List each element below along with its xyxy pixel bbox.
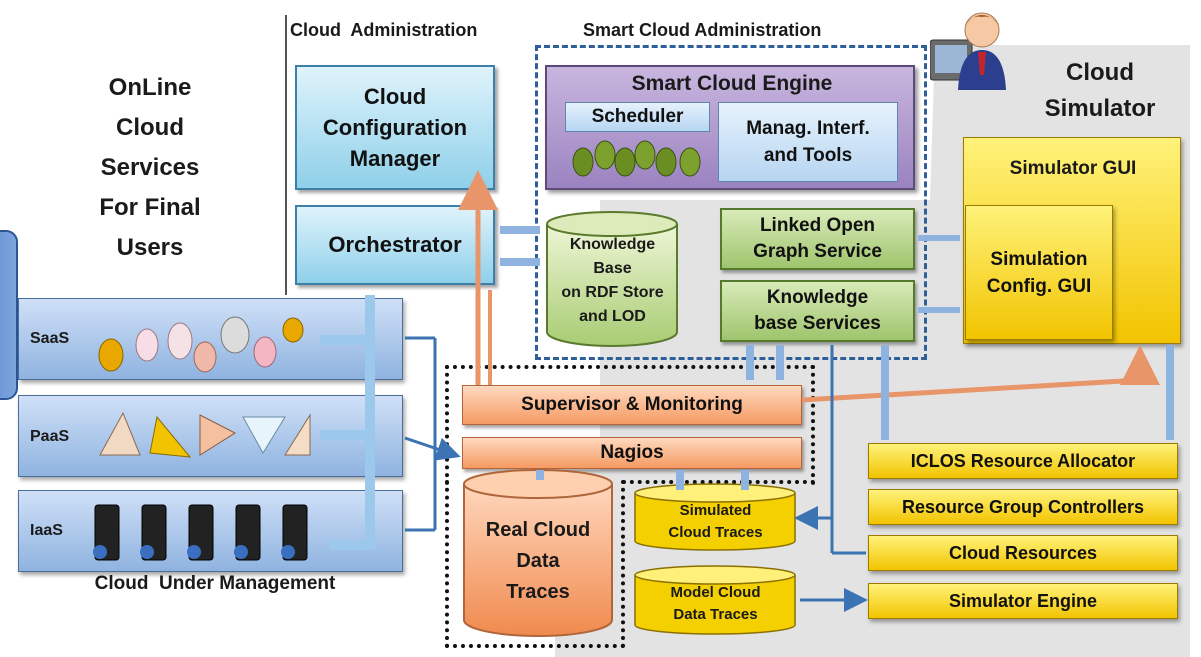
smart-admin-header: Smart Cloud Administration bbox=[583, 20, 822, 40]
supervisor-frame bbox=[445, 365, 815, 485]
supervisor-monitoring: Supervisor & Monitoring bbox=[462, 385, 802, 425]
paas-triangles-icon bbox=[99, 411, 311, 458]
online-services-label: OnLine Cloud Services For Final Users bbox=[99, 74, 201, 261]
scheduler-eggs-icon bbox=[572, 140, 701, 177]
knowledge-base-services: Knowledge base Services bbox=[720, 280, 915, 342]
orchestrator: Orchestrator bbox=[295, 205, 495, 285]
simulator-engine: Simulator Engine bbox=[868, 583, 1178, 619]
simulation-config-gui: Simulation Config. GUI bbox=[965, 205, 1113, 340]
saas-label: SaaS bbox=[30, 330, 70, 347]
model-traces-cylinder bbox=[634, 565, 796, 635]
manag-tools-box: Manag. Interf. and Tools bbox=[718, 102, 898, 182]
admin-user-icon bbox=[929, 5, 1010, 90]
cloud-simulator-title: Cloud Simulator bbox=[1044, 59, 1156, 122]
saas-eggs-icon bbox=[98, 316, 304, 373]
admin-divider bbox=[285, 15, 287, 295]
simulated-traces-label: Simulated Cloud Traces bbox=[668, 502, 763, 541]
knowledge-base-label: Knowledge Base on RDF Store and LOD bbox=[561, 236, 664, 325]
real-traces-label: Real Cloud Data Traces bbox=[485, 519, 591, 603]
resource-group-controllers: Resource Group Controllers bbox=[868, 489, 1178, 525]
iaas-label: IaaS bbox=[30, 522, 63, 539]
cloud-admin-header: Cloud Administration bbox=[290, 20, 478, 40]
paas-label: PaaS bbox=[30, 428, 70, 445]
traces-frame bbox=[445, 480, 625, 648]
cloud-config-manager: Cloud Configuration Manager bbox=[295, 65, 495, 190]
simulated-traces-cylinder bbox=[634, 483, 796, 551]
linked-open-graph-service: Linked Open Graph Service bbox=[720, 208, 915, 270]
cloud-under-management-label: Cloud Under Management bbox=[94, 573, 336, 594]
knowledge-base-cylinder bbox=[546, 211, 678, 347]
nagios: Nagios bbox=[462, 437, 802, 469]
real-traces-cylinder bbox=[463, 469, 613, 637]
model-traces-label: Model Cloud Data Traces bbox=[670, 584, 761, 623]
scheduler-box: Scheduler bbox=[565, 102, 710, 132]
iaas-servers-icon bbox=[93, 504, 308, 561]
cloud-resources: Cloud Resources bbox=[868, 535, 1178, 571]
smart-admin-frame bbox=[535, 45, 927, 360]
iclos-resource-allocator: ICLOS Resource Allocator bbox=[868, 443, 1178, 479]
left-bubble bbox=[0, 230, 18, 400]
smart-cloud-engine-title: Smart Cloud Engine bbox=[631, 72, 833, 95]
traces-frame-link bbox=[622, 480, 815, 484]
simulator-gui-label: Simulator GUI bbox=[1009, 158, 1137, 179]
